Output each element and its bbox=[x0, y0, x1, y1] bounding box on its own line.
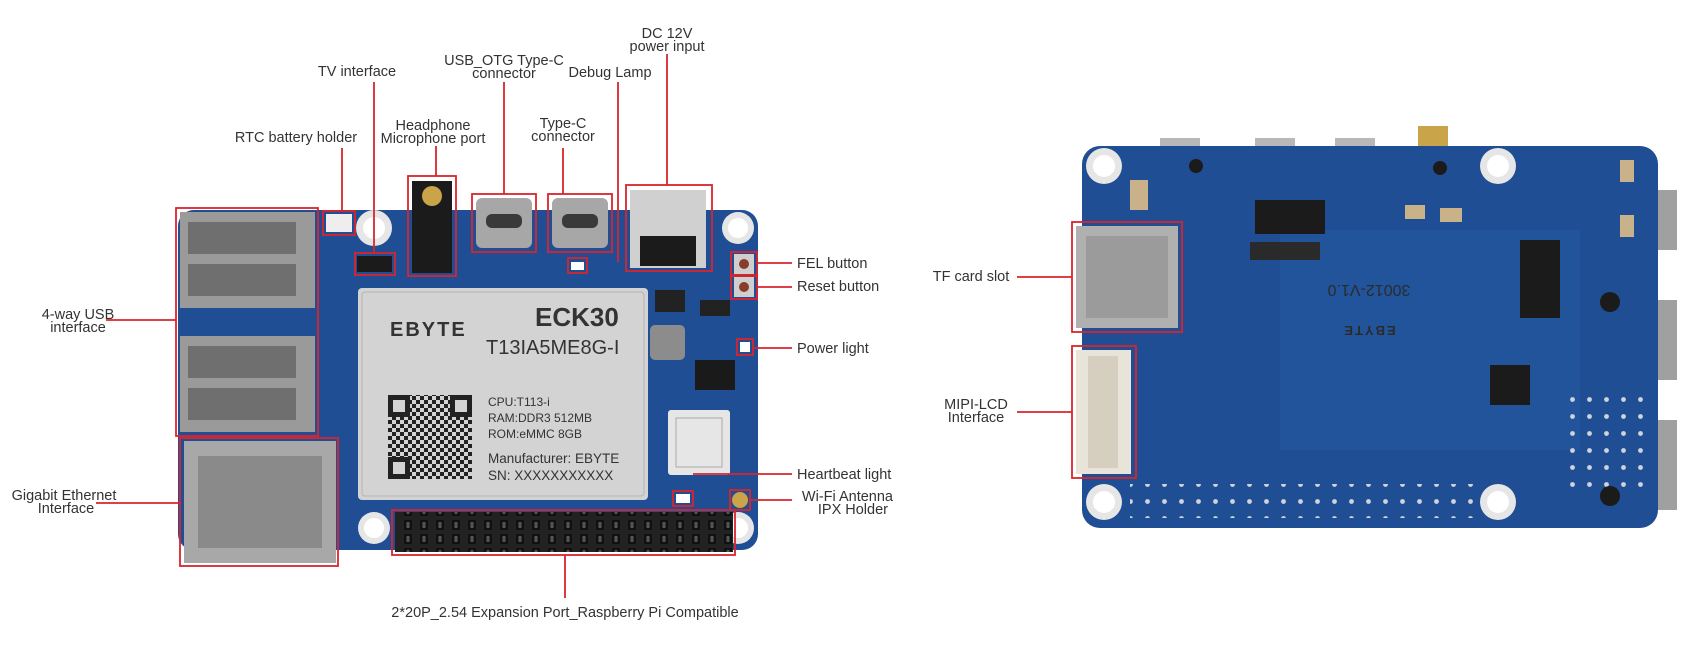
label-debug-lamp: Debug Lamp bbox=[568, 65, 651, 81]
callout-box-typec bbox=[547, 193, 613, 253]
label-ethernet-line1: Gigabit Ethernet bbox=[12, 488, 117, 504]
back-board: 30012-V1.0 EBYTE bbox=[1076, 126, 1677, 528]
module-part: T13IA5ME8G-I bbox=[486, 337, 619, 359]
callout-box-fel bbox=[730, 251, 758, 277]
callout-box-rtc bbox=[322, 210, 356, 236]
front-board: EBYTE ECK30 T13IA5ME8G-I CPU:T113-i RAM:… bbox=[178, 181, 758, 563]
callout-box-usb bbox=[175, 207, 319, 437]
module-manufacturer: Manufacturer: EBYTE bbox=[488, 451, 619, 466]
module-model: ECK30 bbox=[535, 302, 619, 332]
label-power-light: Power light bbox=[797, 341, 869, 357]
callout-box-tv bbox=[354, 252, 396, 276]
module-cpu: CPU:T113-i bbox=[488, 395, 550, 409]
label-ethernet-line2: Interface bbox=[38, 501, 94, 517]
label-tv-interface: TV interface bbox=[318, 64, 396, 80]
label-wifi-line1: Wi-Fi Antenna bbox=[802, 489, 894, 505]
label-tf-card: TF card slot bbox=[933, 269, 1010, 285]
front-callout-boxes bbox=[175, 175, 758, 567]
module-sn: SN: XXXXXXXXXXX bbox=[488, 468, 613, 483]
usb-ports bbox=[180, 212, 315, 432]
module-brand: EBYTE bbox=[390, 319, 467, 341]
tv-connector bbox=[357, 256, 392, 272]
callout-box-ethernet bbox=[179, 437, 339, 567]
label-fel-button: FEL button bbox=[797, 256, 867, 272]
label-usb-otg-line1: USB_OTG Type-C bbox=[444, 53, 564, 69]
label-typec-line2: connector bbox=[531, 129, 595, 145]
rtc-battery-holder bbox=[326, 214, 352, 232]
label-typec-line1: Type-C bbox=[540, 116, 587, 132]
debug-led bbox=[571, 262, 584, 270]
label-reset-button: Reset button bbox=[797, 279, 879, 295]
module-ram: RAM:DDR3 512MB bbox=[488, 411, 592, 425]
label-wifi-line2: IPX Holder bbox=[818, 502, 888, 518]
front-labels: DC 12V power input USB_OTG Type-C connec… bbox=[12, 26, 894, 621]
callout-box-power bbox=[736, 338, 754, 356]
wifi-module bbox=[668, 410, 730, 475]
label-dc-power-line1: DC 12V bbox=[642, 26, 693, 42]
back-labels: TF card slot MIPI-LCD Interface bbox=[933, 269, 1010, 426]
board-version-silk: 30012-V1.0 bbox=[1328, 281, 1411, 298]
label-usb-line2: interface bbox=[50, 320, 106, 336]
back-callout-boxes bbox=[1017, 221, 1183, 479]
label-expansion-port: 2*20P_2.54 Expansion Port_Raspberry Pi C… bbox=[391, 605, 738, 621]
label-mipi-line1: MIPI-LCD bbox=[944, 397, 1008, 413]
callout-box-debug bbox=[567, 257, 588, 274]
callout-box-heartbeat bbox=[672, 490, 694, 507]
wifi-ipx-connector bbox=[732, 492, 748, 508]
label-dc-power-line2: power input bbox=[630, 39, 705, 55]
callout-box-gpio bbox=[391, 509, 736, 556]
callout-box-headphone bbox=[407, 175, 457, 277]
power-led bbox=[740, 342, 750, 352]
front-leader-lines bbox=[96, 54, 792, 598]
label-mipi-line2: Interface bbox=[948, 410, 1004, 426]
label-usb-line1: 4-way USB bbox=[42, 307, 115, 323]
label-rtc-battery: RTC battery holder bbox=[235, 130, 357, 146]
back-brand-silk: EBYTE bbox=[1342, 323, 1395, 338]
label-headphone-line2: Microphone port bbox=[381, 131, 486, 147]
callout-box-dc bbox=[625, 184, 713, 272]
label-headphone-line1: Headphone bbox=[396, 118, 471, 134]
module-rom: ROM:eMMC 8GB bbox=[488, 427, 582, 441]
label-heartbeat-light: Heartbeat light bbox=[797, 467, 891, 483]
label-usb-otg-line2: connector bbox=[472, 66, 536, 82]
heartbeat-led bbox=[676, 494, 690, 503]
